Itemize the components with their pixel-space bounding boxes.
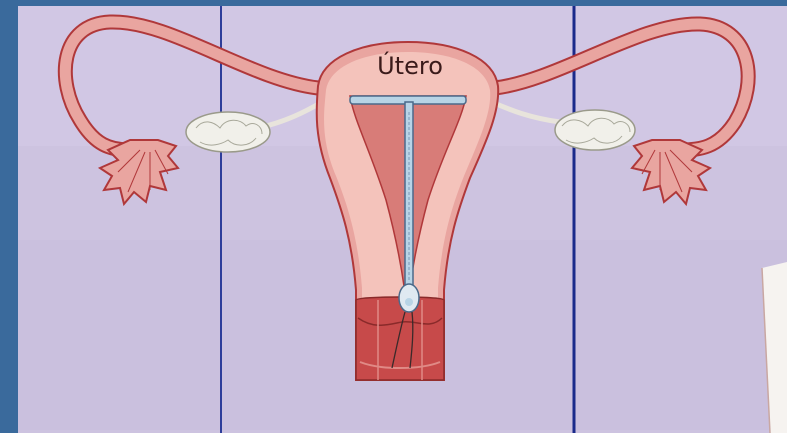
cervix xyxy=(356,297,444,380)
left-ovary xyxy=(186,112,270,152)
right-ovary xyxy=(555,110,635,150)
uterus-label: Útero xyxy=(377,50,443,80)
